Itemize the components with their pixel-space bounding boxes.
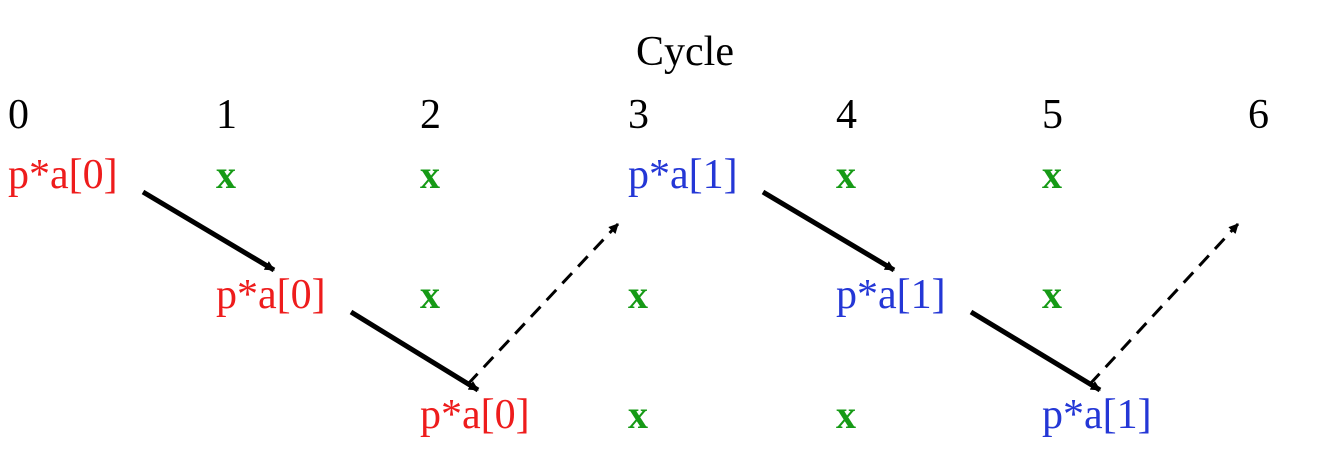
- idle-slot: x: [628, 392, 648, 437]
- multiply-op: p*a[0]: [216, 272, 326, 318]
- multiply-op: p*a[1]: [836, 272, 946, 318]
- cycle-label-1: 1: [216, 92, 237, 138]
- idle-slot: x: [420, 272, 440, 317]
- cycle-labels: 0 1 2 3 4 5 6: [8, 92, 1269, 138]
- dependency-arrow: [969, 309, 1102, 393]
- idle-slot: x: [1042, 272, 1062, 317]
- multiply-op: p*a[1]: [1042, 392, 1152, 438]
- idle-slot: x: [420, 152, 440, 197]
- cycle-label-0: 0: [8, 92, 29, 138]
- cycle-axis-title: Cycle: [636, 29, 734, 75]
- cycle-label-4: 4: [836, 92, 857, 138]
- cycle-label-3: 3: [628, 92, 649, 138]
- cycle-label-2: 2: [420, 92, 441, 138]
- idle-slot: x: [628, 272, 648, 317]
- idle-slot: x: [836, 152, 856, 197]
- multiply-op: p*a[0]: [8, 152, 118, 198]
- multiply-op: p*a[1]: [628, 152, 738, 198]
- loop-back-arrow: [466, 222, 620, 386]
- idle-slot: x: [216, 152, 236, 197]
- dependency-arrow: [761, 189, 896, 273]
- cycle-label-5: 5: [1042, 92, 1063, 138]
- pipeline-cells: p*a[0] x x p*a[1] x x p*a[0] x x p*a[1] x p*a[0] x x p…: [8, 152, 1152, 438]
- dependency-arrow: [141, 189, 276, 273]
- multiply-op: p*a[0]: [420, 392, 530, 438]
- cycle-label-6: 6: [1248, 92, 1269, 138]
- dependency-arrows: [141, 189, 1240, 393]
- dependency-arrow: [349, 309, 480, 393]
- idle-slot: x: [836, 392, 856, 437]
- loop-back-arrow: [1088, 222, 1240, 386]
- idle-slot: x: [1042, 152, 1062, 197]
